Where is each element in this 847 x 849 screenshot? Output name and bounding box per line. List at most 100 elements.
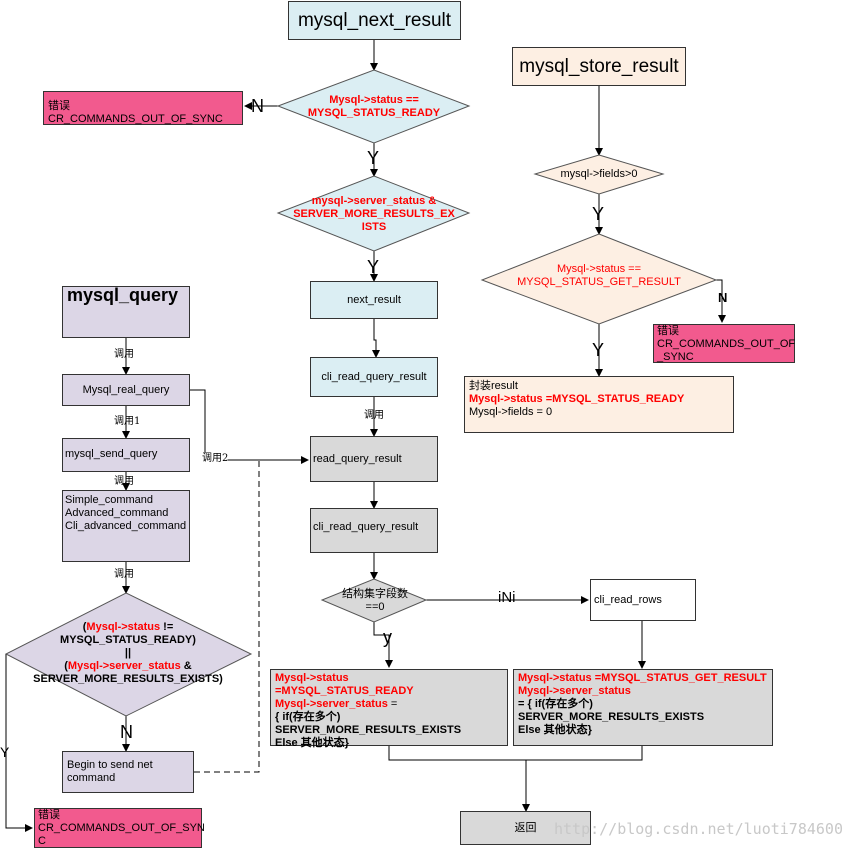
diamond-line: ISTS [361,221,387,233]
label-yes-get-result: Y [592,340,605,360]
diamond-line: Mysql->status == [329,94,419,106]
red-line: Mysql->status =MYSQL_STATUS_READY [469,393,685,405]
arrow-call2 [190,389,309,464]
diamond-fields-gt0 [533,154,665,195]
diamond-line: SERVER_MORE_RESULTS_EXISTS) [33,673,223,685]
diamond-line: (Mysql->status != [82,621,174,633]
text-tail: = [387,698,398,710]
box-status-ready[interactable]: Mysql->status =MYSQL_STATUS_READY Mysql-… [270,669,508,749]
box-status-get-result[interactable]: Mysql->status =MYSQL_STATUS_GET_RESULT M… [513,669,773,746]
error-line: 错误 [38,809,60,821]
diamond-status-ready-text: Mysql->status == MYSQL_STATUS_READY [300,94,448,120]
red-line: Mysql->server_status [518,685,631,697]
diamond-line: (Mysql->server_status & [64,660,192,672]
label-call-3: 调用 [114,569,134,580]
label-no-fields-zero: iNi [498,589,516,606]
label-call1: 调用1 [114,416,141,427]
label-yes-server-status: Y [367,257,380,277]
dashed-return-line [194,460,260,773]
red-text: Mysql->server_status [67,660,181,672]
diamond-status-ready [276,69,471,144]
label-yes-fields-gt0: Y [592,204,605,224]
diamond-line: || [124,647,132,659]
bold-line: Else 其他状态} [518,724,592,736]
begin-line: command [67,772,116,784]
diamond-fields-zero [320,578,428,623]
arrow-diamond-yes [5,654,33,832]
diamond-fields-gt0-text: mysql->fields>0 [560,168,638,180]
diamond-server-status [276,175,471,252]
watermark-text: http://blog.csdn.net/luoti784600 [554,820,843,838]
red-line: Mysql->status =MYSQL_STATUS_GET_RESULT [518,672,767,684]
cli-read-query-result-box-2[interactable]: cli_read_query_result [310,508,438,553]
error-line: 错误 [657,325,679,337]
mysql-query-box[interactable]: mysql_query [62,286,190,338]
error-line: C [38,835,46,847]
label-yes-status-ready: Y [367,148,380,168]
arrow-get-result-no [716,279,726,323]
bold-line: { if(存在多个) [275,711,341,723]
simple-command-box[interactable]: Simple_command Advanced_command Cli_adva… [62,490,190,562]
begin-line: Begin to send net [67,759,153,771]
mysql-store-result-box[interactable]: mysql_store_result [512,47,686,86]
error-line: CR_COMMANDS_OUT_OF [657,338,796,350]
label-no-left-diamond: N [120,722,133,742]
error-line: CR_COMMANDS_OUT_OF_SYN [38,822,205,834]
diamond-left-text: (Mysql->status != MYSQL_STATUS_READY) ||… [28,621,228,686]
merge-line [388,746,643,761]
diamond-status-get-result-text: Mysql->status == MYSQL_STATUS_GET_RESULT [500,263,698,289]
diamond-fields-zero-text: 结构集字段数 ==0 [330,588,420,614]
red-text: Mysql->server_status [275,698,388,710]
bold-line: SERVER_MORE_RESULTS_EXISTS [518,711,705,723]
bold-line: = { if(存在多个) [518,698,593,710]
diamond-left-condition [4,592,253,717]
next-result-box[interactable]: next_result [310,281,438,319]
label-call-center: 调用 [364,410,384,421]
label-call-1: 调用 [114,349,134,360]
label-no-status-ready: N [251,96,264,116]
label-call-2: 调用 [114,476,134,487]
label-no-get-result: N [718,290,728,305]
arrow-next-to-cli [372,319,380,358]
command-line: Simple_command [65,494,154,506]
diamond-status-get-result [480,233,718,325]
store-line: 封装result [469,380,518,392]
diamond-line: 结构集字段数 [342,588,408,600]
mysql-next-result-box[interactable]: mysql_next_result [288,1,461,40]
error-out-of-sync-top[interactable]: 错误CR_COMMANDS_OUT_OF_SYNC [43,91,243,125]
label-call2: 调用2 [202,453,229,465]
diamond-line: mysql->server_status & [311,195,437,207]
error-out-of-sync-bottom[interactable]: 错误 CR_COMMANDS_OUT_OF_SYN C [34,808,205,848]
label-yes-left-diamond: Y [0,744,10,760]
diamond-line: SERVER_MORE_RESULTS_EX [293,208,455,220]
diamond-line: MYSQL_STATUS_GET_RESULT [517,276,681,288]
diamond-server-status-text: mysql->server_status & SERVER_MORE_RESUL… [290,195,458,234]
command-line: Cli_advanced_command [65,520,187,532]
diamond-line: MYSQL_STATUS_READY) [60,634,196,646]
return-box[interactable]: 返回 [460,811,591,845]
mysql-real-query-box[interactable]: Mysql_real_query [62,374,190,406]
red-line: Mysql->status [275,672,349,684]
mysql-send-query-box[interactable]: mysql_send_query [62,438,190,472]
text-tail: & [180,660,192,672]
arrow-fields-yes [373,622,393,668]
cli-read-query-result-box-1[interactable]: cli_read_query_result [310,357,438,397]
store-line: Mysql->fields = 0 [469,406,553,418]
red-line: =MYSQL_STATUS_READY [275,685,414,697]
command-line: Advanced_command [65,507,169,519]
diamond-line: MYSQL_STATUS_READY [307,107,441,119]
read-query-result-box[interactable]: read_query_result [310,436,438,482]
cli-read-rows-box[interactable]: cli_read_rows [590,579,696,621]
begin-send-box[interactable]: Begin to send net command [62,751,194,793]
error-out-of-sync-right[interactable]: 错误 CR_COMMANDS_OUT_OF _SYNC [653,324,795,363]
diamond-line: Mysql->status == [556,263,642,275]
text-tail: != [160,621,174,633]
store-result-box[interactable]: 封装result Mysql->status =MYSQL_STATUS_REA… [464,376,734,433]
red-text: Mysql->status [86,621,161,633]
bold-line: SERVER_MORE_RESULTS_EXISTS [275,724,462,736]
label-yes-fields-zero: y [383,627,392,647]
error-line: _SYNC [657,351,694,363]
bold-line: Else 其他状态} [275,737,349,749]
